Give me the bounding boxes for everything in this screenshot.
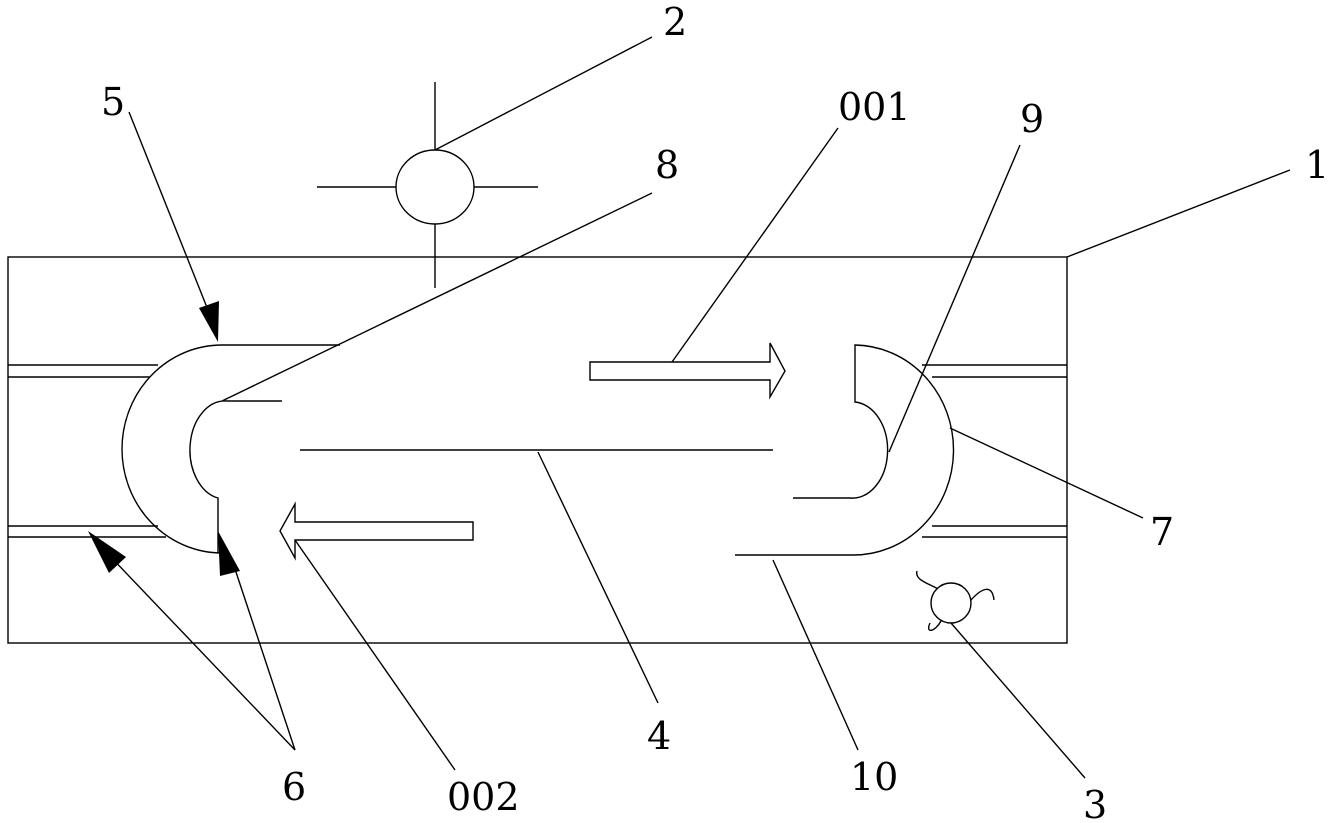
left-u-turn-outline bbox=[121, 344, 340, 554]
leader-lines bbox=[106, 36, 1291, 779]
right-u-turn-outline bbox=[735, 344, 955, 556]
leader-2 bbox=[434, 36, 653, 151]
fan-icon bbox=[916, 570, 995, 631]
label-6: 6 bbox=[282, 765, 306, 809]
arrowhead-6b bbox=[218, 531, 240, 576]
arrowheads bbox=[88, 301, 240, 576]
flow-arrow-right bbox=[589, 342, 786, 400]
label-1: 1 bbox=[1305, 143, 1329, 187]
label-10: 10 bbox=[850, 755, 898, 799]
label-4: 4 bbox=[647, 714, 671, 758]
label-8: 8 bbox=[655, 143, 679, 187]
label-7: 7 bbox=[1150, 510, 1174, 554]
leader-6b bbox=[231, 559, 296, 751]
label-5: 5 bbox=[101, 80, 125, 124]
fan-blade-2 bbox=[970, 588, 995, 601]
fan-blade-1 bbox=[916, 570, 939, 590]
leader-1 bbox=[1066, 169, 1291, 258]
leader-7 bbox=[949, 427, 1144, 519]
label-001: 001 bbox=[838, 85, 911, 129]
main-frame bbox=[7, 256, 1068, 644]
label-9: 9 bbox=[1020, 97, 1044, 141]
leader-002 bbox=[294, 539, 456, 771]
arrowhead-5 bbox=[199, 301, 219, 342]
arrowhead-6a bbox=[88, 531, 126, 573]
leader-8 bbox=[221, 192, 653, 402]
fan-blade-3 bbox=[928, 620, 942, 631]
rails bbox=[8, 364, 1067, 538]
label-002: 002 bbox=[447, 775, 520, 819]
leader-3 bbox=[950, 622, 1086, 779]
leader-5 bbox=[128, 111, 211, 316]
leader-10 bbox=[772, 559, 859, 751]
label-2: 2 bbox=[663, 0, 687, 44]
left-u-turn bbox=[121, 344, 340, 554]
flow-arrow-left bbox=[279, 501, 474, 561]
sensor-circle bbox=[395, 149, 475, 225]
right-u-turn bbox=[735, 344, 955, 556]
leader-4 bbox=[537, 451, 659, 704]
leader-6a bbox=[106, 552, 296, 751]
reference-labels: 1 2 3 4 5 6 7 8 9 10 001 002 bbox=[101, 0, 1329, 823]
label-3: 3 bbox=[1083, 783, 1107, 823]
leader-001 bbox=[671, 127, 839, 363]
leader-9 bbox=[888, 144, 1021, 453]
